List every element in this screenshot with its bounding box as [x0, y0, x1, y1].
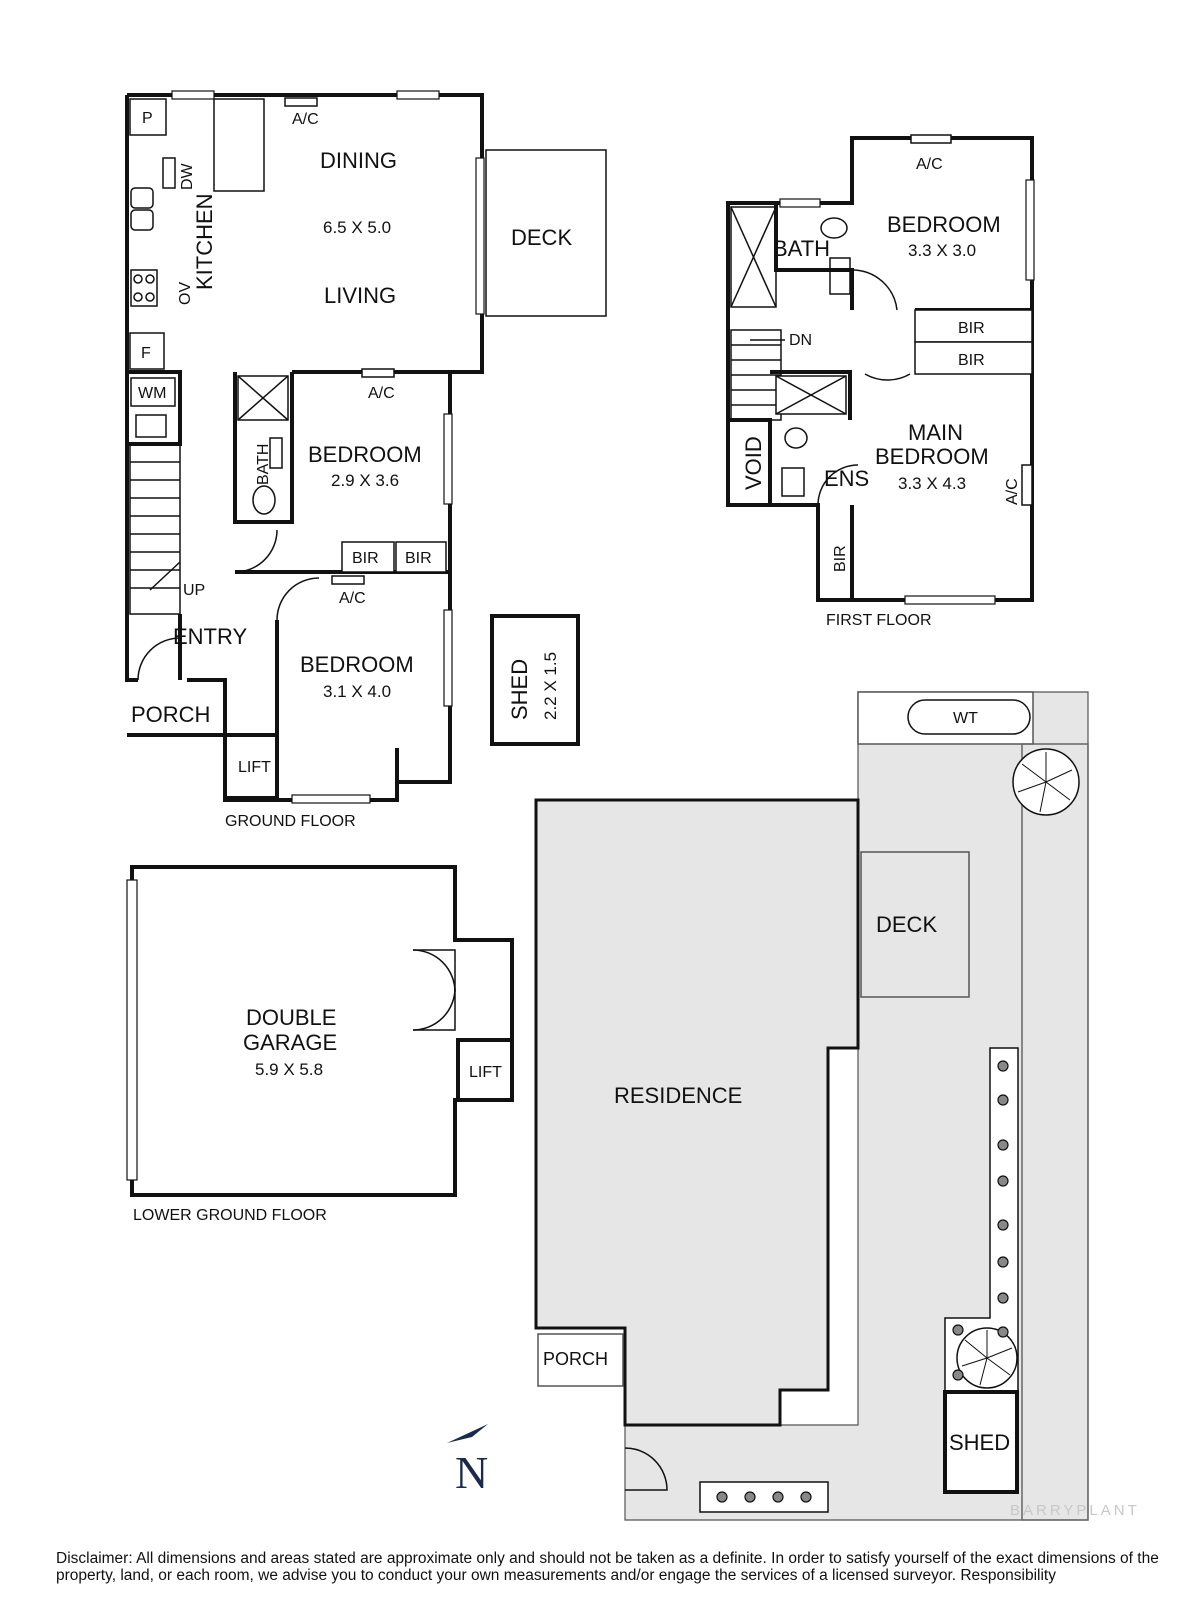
shed-dims: 2.2 X 1.5 [541, 652, 560, 720]
ground-floor-caption: GROUND FLOOR [225, 813, 356, 830]
bedroom2-dims: 3.1 X 4.0 [323, 682, 391, 701]
main-bedroom-line1: MAIN [908, 420, 963, 445]
site-plan: WT RESIDENCE DECK PORCH SHED [447, 691, 1089, 1521]
north-label: N [455, 1447, 488, 1498]
garage-line1: DOUBLE [246, 1005, 336, 1030]
main-bedroom-dims: 3.3 X 4.3 [898, 474, 966, 493]
ground-deck [485, 149, 607, 317]
ground-bir1-label: BIR [352, 550, 379, 567]
kitchen-label: KITCHEN [192, 193, 217, 290]
bedroom1-dims: 2.9 X 3.6 [331, 471, 399, 490]
fridge-label: F [141, 345, 151, 362]
bedroom2-label: BEDROOM [300, 652, 414, 677]
water-tank-label: WT [953, 710, 978, 727]
ground-bath-label: BATH [255, 444, 272, 485]
ac-dining-label: A/C [292, 111, 319, 128]
ac-bedroom2-label: A/C [339, 590, 366, 607]
site-shed-label: SHED [949, 1430, 1010, 1455]
ground-deck-label: DECK [511, 225, 572, 250]
living-label: LIVING [324, 283, 396, 308]
first-bedroom-dims: 3.3 X 3.0 [908, 241, 976, 260]
lower-ground-floor-caption: LOWER GROUND FLOOR [133, 1207, 327, 1224]
stairs-down-label: DN [789, 332, 812, 349]
first-bath-label: BATH [773, 236, 830, 261]
first-ac-main-label: A/C [1004, 478, 1021, 505]
garage-line2: GARAGE [243, 1030, 337, 1055]
first-floor-caption: FIRST FLOOR [826, 612, 932, 629]
brand-logo: BARRYPLANT [1010, 1502, 1140, 1519]
washing-machine-label: WM [138, 385, 166, 402]
shed-label: SHED [507, 659, 532, 720]
entry-label: ENTRY [173, 624, 247, 649]
void-label: VOID [741, 436, 766, 490]
first-ac-bedroom-label: A/C [916, 156, 943, 173]
ground-porch-label: PORCH [131, 702, 210, 727]
dining-living-dims: 6.5 X 5.0 [323, 218, 391, 237]
first-bedroom-label: BEDROOM [887, 212, 1001, 237]
tree-icon [956, 1327, 1018, 1389]
lower-ground-floor-plan: LIFT DOUBLE GARAGE 5.9 X 5.8 [126, 865, 514, 1197]
ground-floor-plan: A/C P DW KITCHEN OV F WM [125, 90, 607, 804]
disclaimer-text: Disclaimer: All dimensions and areas sta… [56, 1550, 1159, 1584]
lower-lift-label: LIFT [469, 1064, 502, 1081]
first-bir3-label: BIR [832, 545, 849, 572]
garage-dims: 5.9 X 5.8 [255, 1060, 323, 1079]
ground-lift-label: LIFT [238, 759, 271, 776]
dining-label: DINING [320, 148, 397, 173]
first-bir1-label: BIR [958, 320, 985, 337]
oven-label: OV [177, 282, 194, 305]
pantry-label: P [142, 110, 153, 127]
dishwasher-label: DW [179, 162, 196, 190]
bedroom1-label: BEDROOM [308, 442, 422, 467]
ground-stairs [129, 443, 181, 615]
site-deck-label: DECK [876, 912, 937, 937]
ac-bedroom1-label: A/C [368, 385, 395, 402]
north-arrow-icon: N [447, 1424, 488, 1498]
tree-icon [1012, 748, 1080, 816]
residence-label: RESIDENCE [614, 1083, 742, 1108]
main-bedroom-line2: BEDROOM [875, 444, 989, 469]
first-floor-plan: A/C BEDROOM 3.3 X 3.0 BATH BIR BIR DN [726, 134, 1035, 605]
site-porch-label: PORCH [543, 1349, 608, 1369]
first-bir2-label: BIR [958, 352, 985, 369]
shrub-icon [716, 1060, 1009, 1503]
ensuite-label: ENS [824, 466, 869, 491]
stairs-up-label: UP [183, 582, 205, 599]
ground-bir2-label: BIR [405, 550, 432, 567]
